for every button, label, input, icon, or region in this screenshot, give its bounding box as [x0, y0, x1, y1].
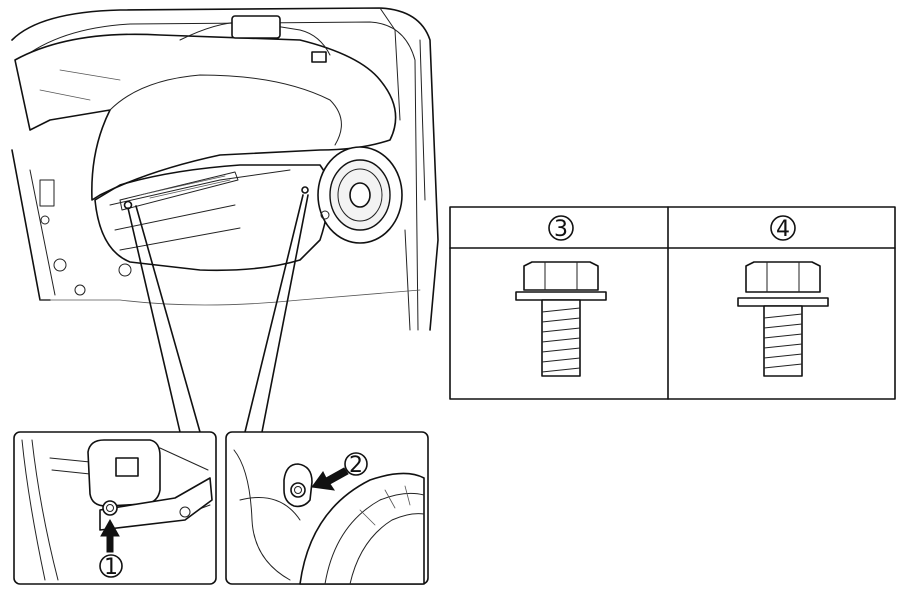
arrow-icon — [311, 467, 349, 491]
regulator-cable — [139, 175, 231, 199]
detail-2-speaker-ribs — [359, 485, 411, 526]
vapor-barrier-fold — [109, 74, 342, 146]
door-inner-panel — [94, 164, 331, 272]
bolt-type-table: 3 4 — [449, 206, 896, 400]
top-connector — [231, 15, 281, 39]
callout-1-circle — [99, 554, 123, 578]
panel-hole — [74, 284, 86, 296]
regulator-rail — [119, 171, 239, 211]
detail-2-bolt-center — [294, 486, 302, 494]
door-panel-recess — [109, 169, 291, 251]
door-lower-edge — [39, 289, 421, 306]
detail-box-2: 2 — [225, 431, 429, 585]
flange-bolt-shank — [541, 299, 581, 377]
callout-4-circle — [770, 215, 796, 241]
flange-bolt-icon — [515, 261, 607, 377]
washer-bolt-thread — [763, 313, 803, 369]
panel-hole — [118, 263, 132, 277]
bolt-point-2 — [301, 186, 309, 194]
panel-hole — [40, 215, 50, 225]
door-overview — [11, 7, 439, 331]
callout-4-label: 4 — [776, 217, 790, 242]
detail-1-bolt — [102, 500, 118, 516]
arrow-icon — [100, 518, 120, 553]
detail-box-1: 1 — [13, 431, 217, 585]
detail-2-speaker-ring — [299, 472, 425, 585]
speaker-cap — [349, 182, 371, 208]
detail-2-panel-edge — [233, 449, 301, 581]
leader-2 — [244, 194, 309, 433]
speaker-inner — [337, 168, 383, 222]
leader-1 — [127, 205, 201, 433]
washer-bolt-icon — [737, 261, 829, 377]
callout-2-label: 2 — [349, 453, 363, 478]
detail-2-speaker-inner — [324, 492, 425, 585]
detail-1-bracket-tab — [115, 457, 139, 477]
panel-hole — [53, 258, 67, 272]
callout-2-circle — [344, 452, 368, 476]
door-frame-inner — [19, 21, 419, 331]
callout-3-label: 3 — [554, 217, 568, 242]
detail-1-bolt-center — [106, 504, 114, 512]
speaker — [317, 146, 403, 244]
small-clip — [311, 51, 327, 63]
callout-3-circle — [548, 215, 574, 241]
callout-1-label: 1 — [104, 555, 118, 580]
detail-1-door-edge — [21, 439, 59, 581]
flange-bolt-thread — [541, 307, 581, 373]
detail-1-panel-lines — [49, 447, 211, 521]
leader-lines — [127, 194, 309, 433]
detail-1-arm-pivot — [179, 506, 191, 518]
panel-hole — [320, 210, 330, 220]
washer-bolt-head — [745, 261, 821, 293]
panel-slot — [39, 179, 55, 207]
flange-bolt-flange — [515, 291, 607, 301]
flange-bolt-head — [523, 261, 599, 291]
vapor-barrier-crease — [39, 69, 121, 101]
washer-bolt-washer — [737, 297, 829, 307]
detail-2-bolt — [290, 482, 306, 498]
door-glass-edge — [379, 7, 426, 331]
